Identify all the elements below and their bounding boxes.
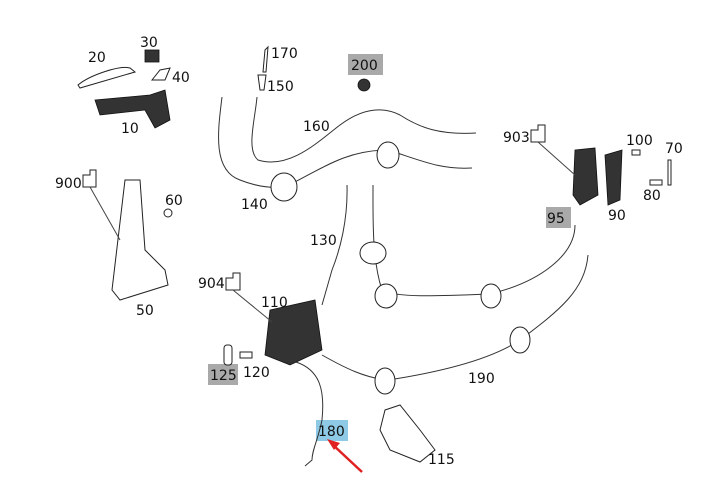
label-100[interactable]: 100: [626, 133, 653, 149]
cable-190[interactable]: [321, 254, 589, 381]
label-20[interactable]: 20: [88, 50, 106, 66]
part-20-handle[interactable]: [77, 66, 137, 89]
part-80[interactable]: [649, 179, 663, 186]
label-110[interactable]: 110: [261, 295, 288, 311]
part-70[interactable]: [667, 159, 672, 186]
grommet: [480, 283, 502, 309]
label-30[interactable]: 30: [140, 35, 158, 51]
label-130[interactable]: 130: [310, 233, 337, 249]
part-40[interactable]: [150, 67, 171, 81]
grommet: [270, 172, 298, 202]
cable-140[interactable]: [218, 96, 473, 188]
cable-180[interactable]: [295, 361, 324, 467]
part-115-cover[interactable]: [379, 404, 436, 463]
part-110-lock[interactable]: [264, 299, 323, 366]
callout-904-icon: [225, 272, 273, 323]
part-30[interactable]: [144, 49, 160, 63]
label-90[interactable]: 90: [608, 208, 626, 224]
part-95-lock[interactable]: [572, 147, 599, 206]
cable-160[interactable]: [251, 96, 477, 163]
part-90[interactable]: [604, 149, 623, 206]
label-190[interactable]: 190: [468, 371, 495, 387]
callout-903-icon: [530, 124, 576, 176]
highlight-180[interactable]: [316, 420, 348, 441]
label-50[interactable]: 50: [136, 303, 154, 319]
label-160[interactable]: 160: [303, 119, 330, 135]
grommet: [509, 326, 531, 354]
label-150[interactable]: 150: [267, 79, 294, 95]
highlight-125: [208, 364, 238, 385]
label-115[interactable]: 115: [428, 452, 455, 468]
label-120[interactable]: 120: [243, 365, 270, 381]
part-200[interactable]: [357, 78, 371, 92]
callout-900-icon: [82, 169, 121, 241]
label-900[interactable]: 900: [55, 176, 82, 192]
label-125[interactable]: 125: [210, 368, 237, 384]
label-170[interactable]: 170: [271, 46, 298, 62]
highlight-200: [348, 54, 383, 75]
highlight-95: [546, 207, 571, 228]
label-180[interactable]: 180: [318, 424, 345, 440]
part-125[interactable]: [223, 344, 233, 366]
label-903[interactable]: 903: [503, 130, 530, 146]
label-80[interactable]: 80: [643, 188, 661, 204]
part-10-handle-carrier[interactable]: [94, 89, 171, 129]
label-10[interactable]: 10: [121, 121, 139, 137]
grommet: [374, 367, 396, 395]
cable-95[interactable]: [372, 184, 576, 297]
label-140[interactable]: 140: [241, 197, 268, 213]
part-150[interactable]: [257, 74, 267, 91]
label-904[interactable]: 904: [198, 276, 225, 292]
grommet: [374, 283, 398, 309]
part-50-bracket[interactable]: [111, 179, 169, 301]
part-120-screw[interactable]: [239, 351, 253, 359]
part-60-screw[interactable]: [163, 208, 173, 218]
grommet: [359, 241, 387, 265]
grommet: [376, 141, 400, 169]
label-40[interactable]: 40: [172, 70, 190, 86]
label-70[interactable]: 70: [665, 141, 683, 157]
pointer-arrow: [327, 439, 363, 473]
label-95[interactable]: 95: [547, 211, 565, 227]
cable-130[interactable]: [321, 184, 348, 306]
label-60[interactable]: 60: [165, 193, 183, 209]
label-200[interactable]: 200: [351, 58, 378, 74]
part-170[interactable]: [262, 45, 269, 73]
part-100[interactable]: [631, 149, 641, 156]
